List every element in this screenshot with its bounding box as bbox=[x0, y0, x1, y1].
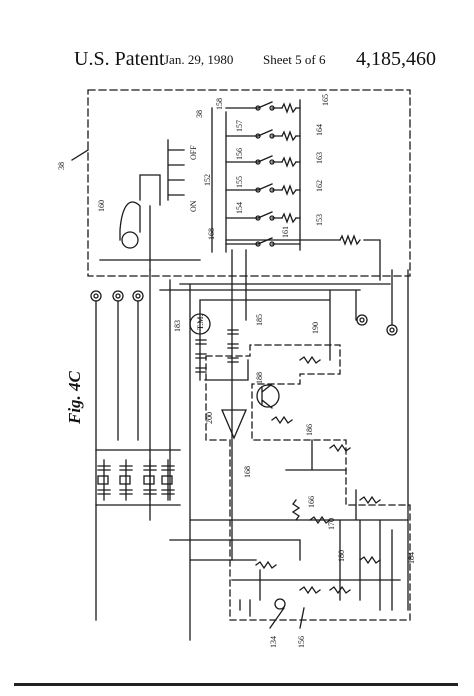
terminals bbox=[90, 290, 398, 336]
ref-185: 185 bbox=[255, 314, 264, 326]
switch-152 bbox=[167, 139, 185, 201]
label-on: ON bbox=[189, 200, 198, 212]
ref-162: 162 bbox=[315, 180, 324, 192]
patent-date: Jan. 29, 1980 bbox=[164, 52, 234, 67]
label-off: OFF bbox=[189, 145, 198, 160]
main-wires bbox=[95, 249, 409, 641]
ref-157: 157 bbox=[235, 120, 244, 132]
ref-156-bottom: 156 bbox=[297, 636, 306, 648]
ref-188: 188 bbox=[255, 372, 264, 384]
ref-200: 200 bbox=[205, 412, 214, 424]
indicator-160 bbox=[121, 231, 139, 249]
amplifier-200 bbox=[221, 409, 247, 440]
node-134 bbox=[274, 598, 286, 610]
patent-label: U.S. Patent bbox=[74, 48, 165, 70]
ref-183: 183 bbox=[173, 320, 182, 332]
ref-163: 163 bbox=[315, 152, 324, 164]
figure-title: Fig. 4C bbox=[65, 370, 84, 425]
ref-190: 190 bbox=[311, 322, 320, 334]
ref-160: 160 bbox=[97, 200, 106, 212]
ref-165: 165 bbox=[321, 94, 330, 106]
ref-153: 153 bbox=[315, 214, 324, 226]
ref-166: 166 bbox=[307, 496, 316, 508]
leader-38-left bbox=[71, 149, 89, 161]
ref-161: 161 bbox=[281, 226, 290, 238]
ref-180: 180 bbox=[337, 550, 346, 562]
patent-number: 4,185,460 bbox=[356, 48, 436, 70]
ref-152: 152 bbox=[203, 174, 212, 186]
label-tm: T.M. bbox=[196, 315, 205, 330]
switch-rungs bbox=[225, 101, 301, 247]
sheet-number: Sheet 5 of 6 bbox=[263, 52, 326, 67]
enclosure-38 bbox=[87, 89, 411, 277]
ref-184: 184 bbox=[407, 552, 416, 564]
ref-168-top: 168 bbox=[207, 228, 216, 240]
ref-164: 164 bbox=[315, 124, 324, 136]
ref-155: 155 bbox=[235, 176, 244, 188]
lower-wiring bbox=[169, 439, 409, 617]
capacitor-stacks bbox=[95, 329, 239, 506]
ref-134: 134 bbox=[269, 636, 278, 648]
ref-170: 170 bbox=[327, 518, 336, 530]
switch-bus-left bbox=[211, 107, 227, 253]
ref-38: 38 bbox=[195, 110, 204, 118]
resistors bbox=[255, 355, 381, 595]
ref-154: 154 bbox=[235, 202, 244, 214]
ref-158: 158 bbox=[215, 98, 224, 110]
branch-resistor bbox=[225, 239, 381, 281]
reference-labels: 38 38 158 165 157 164 156 163 155 162 15… bbox=[57, 94, 416, 648]
ref-156: 156 bbox=[235, 148, 244, 160]
ref-168-bottom: 168 bbox=[243, 466, 252, 478]
ref-186: 186 bbox=[305, 424, 314, 436]
transistor-188 bbox=[256, 384, 280, 408]
motor-183 bbox=[189, 313, 211, 335]
bottom-rule bbox=[14, 683, 458, 686]
ref-38-left: 38 bbox=[57, 162, 66, 170]
